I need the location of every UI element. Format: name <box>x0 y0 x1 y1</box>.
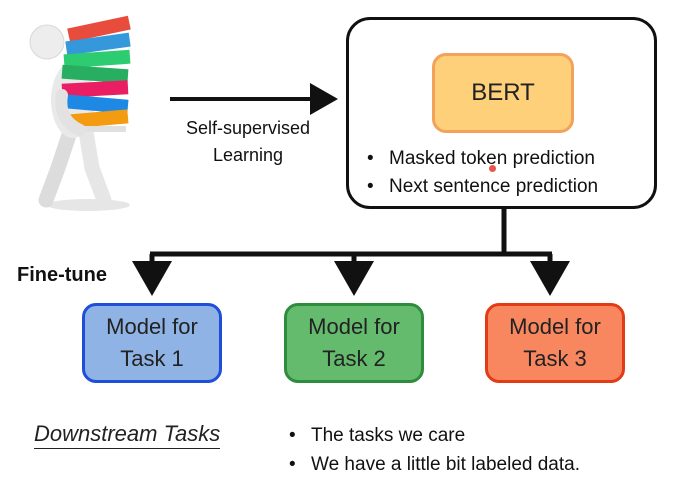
note-labeled-data: We have a little bit labeled data. <box>311 454 580 475</box>
self-supervised-line2: Learning <box>212 145 284 165</box>
task-label: Task 2 <box>322 346 386 371</box>
self-supervised-line1: Self-supervised <box>185 118 311 138</box>
fine-tune-connector <box>132 209 570 296</box>
model-label: Model for <box>308 314 400 339</box>
task-label: Task 1 <box>120 346 184 371</box>
cursor-dot-icon <box>489 165 496 172</box>
bert-box: BERT <box>432 53 574 133</box>
list-item: • Masked token prediction <box>367 145 598 173</box>
bert-label: BERT <box>471 79 535 106</box>
list-item: • We have a little bit labeled data. <box>289 450 580 479</box>
downstream-notes-list: • The tasks we care • We have a little b… <box>289 421 580 479</box>
model-task-3-box: Model for Task 3 <box>485 303 625 383</box>
binder-stack <box>61 15 131 132</box>
bullet-icon: • <box>367 176 374 197</box>
objective-masked-token: Masked token prediction <box>389 148 595 169</box>
bullet-icon: • <box>367 148 374 169</box>
model-label: Model for <box>106 314 198 339</box>
downstream-tasks-title: Downstream Tasks <box>34 421 221 449</box>
fine-tune-label: Fine-tune <box>17 264 107 286</box>
bullet-icon: • <box>289 425 296 446</box>
objective-next-sentence: Next sentence prediction <box>389 176 599 197</box>
model-label: Model for <box>509 314 601 339</box>
model-task-2-box: Model for Task 2 <box>284 303 424 383</box>
task-label: Task 3 <box>523 346 587 371</box>
bullet-icon: • <box>289 454 296 475</box>
bert-objectives-list: • Masked token prediction • Next sentenc… <box>367 145 598 201</box>
model-task-1-box: Model for Task 1 <box>82 303 222 383</box>
list-item: • Next sentence prediction <box>367 173 598 201</box>
person-carrying-binders-illustration <box>29 15 131 211</box>
note-tasks-we-care: The tasks we care <box>311 425 466 446</box>
list-item: • The tasks we care <box>289 421 580 450</box>
self-supervised-label: Self-supervised Learning <box>168 115 328 169</box>
